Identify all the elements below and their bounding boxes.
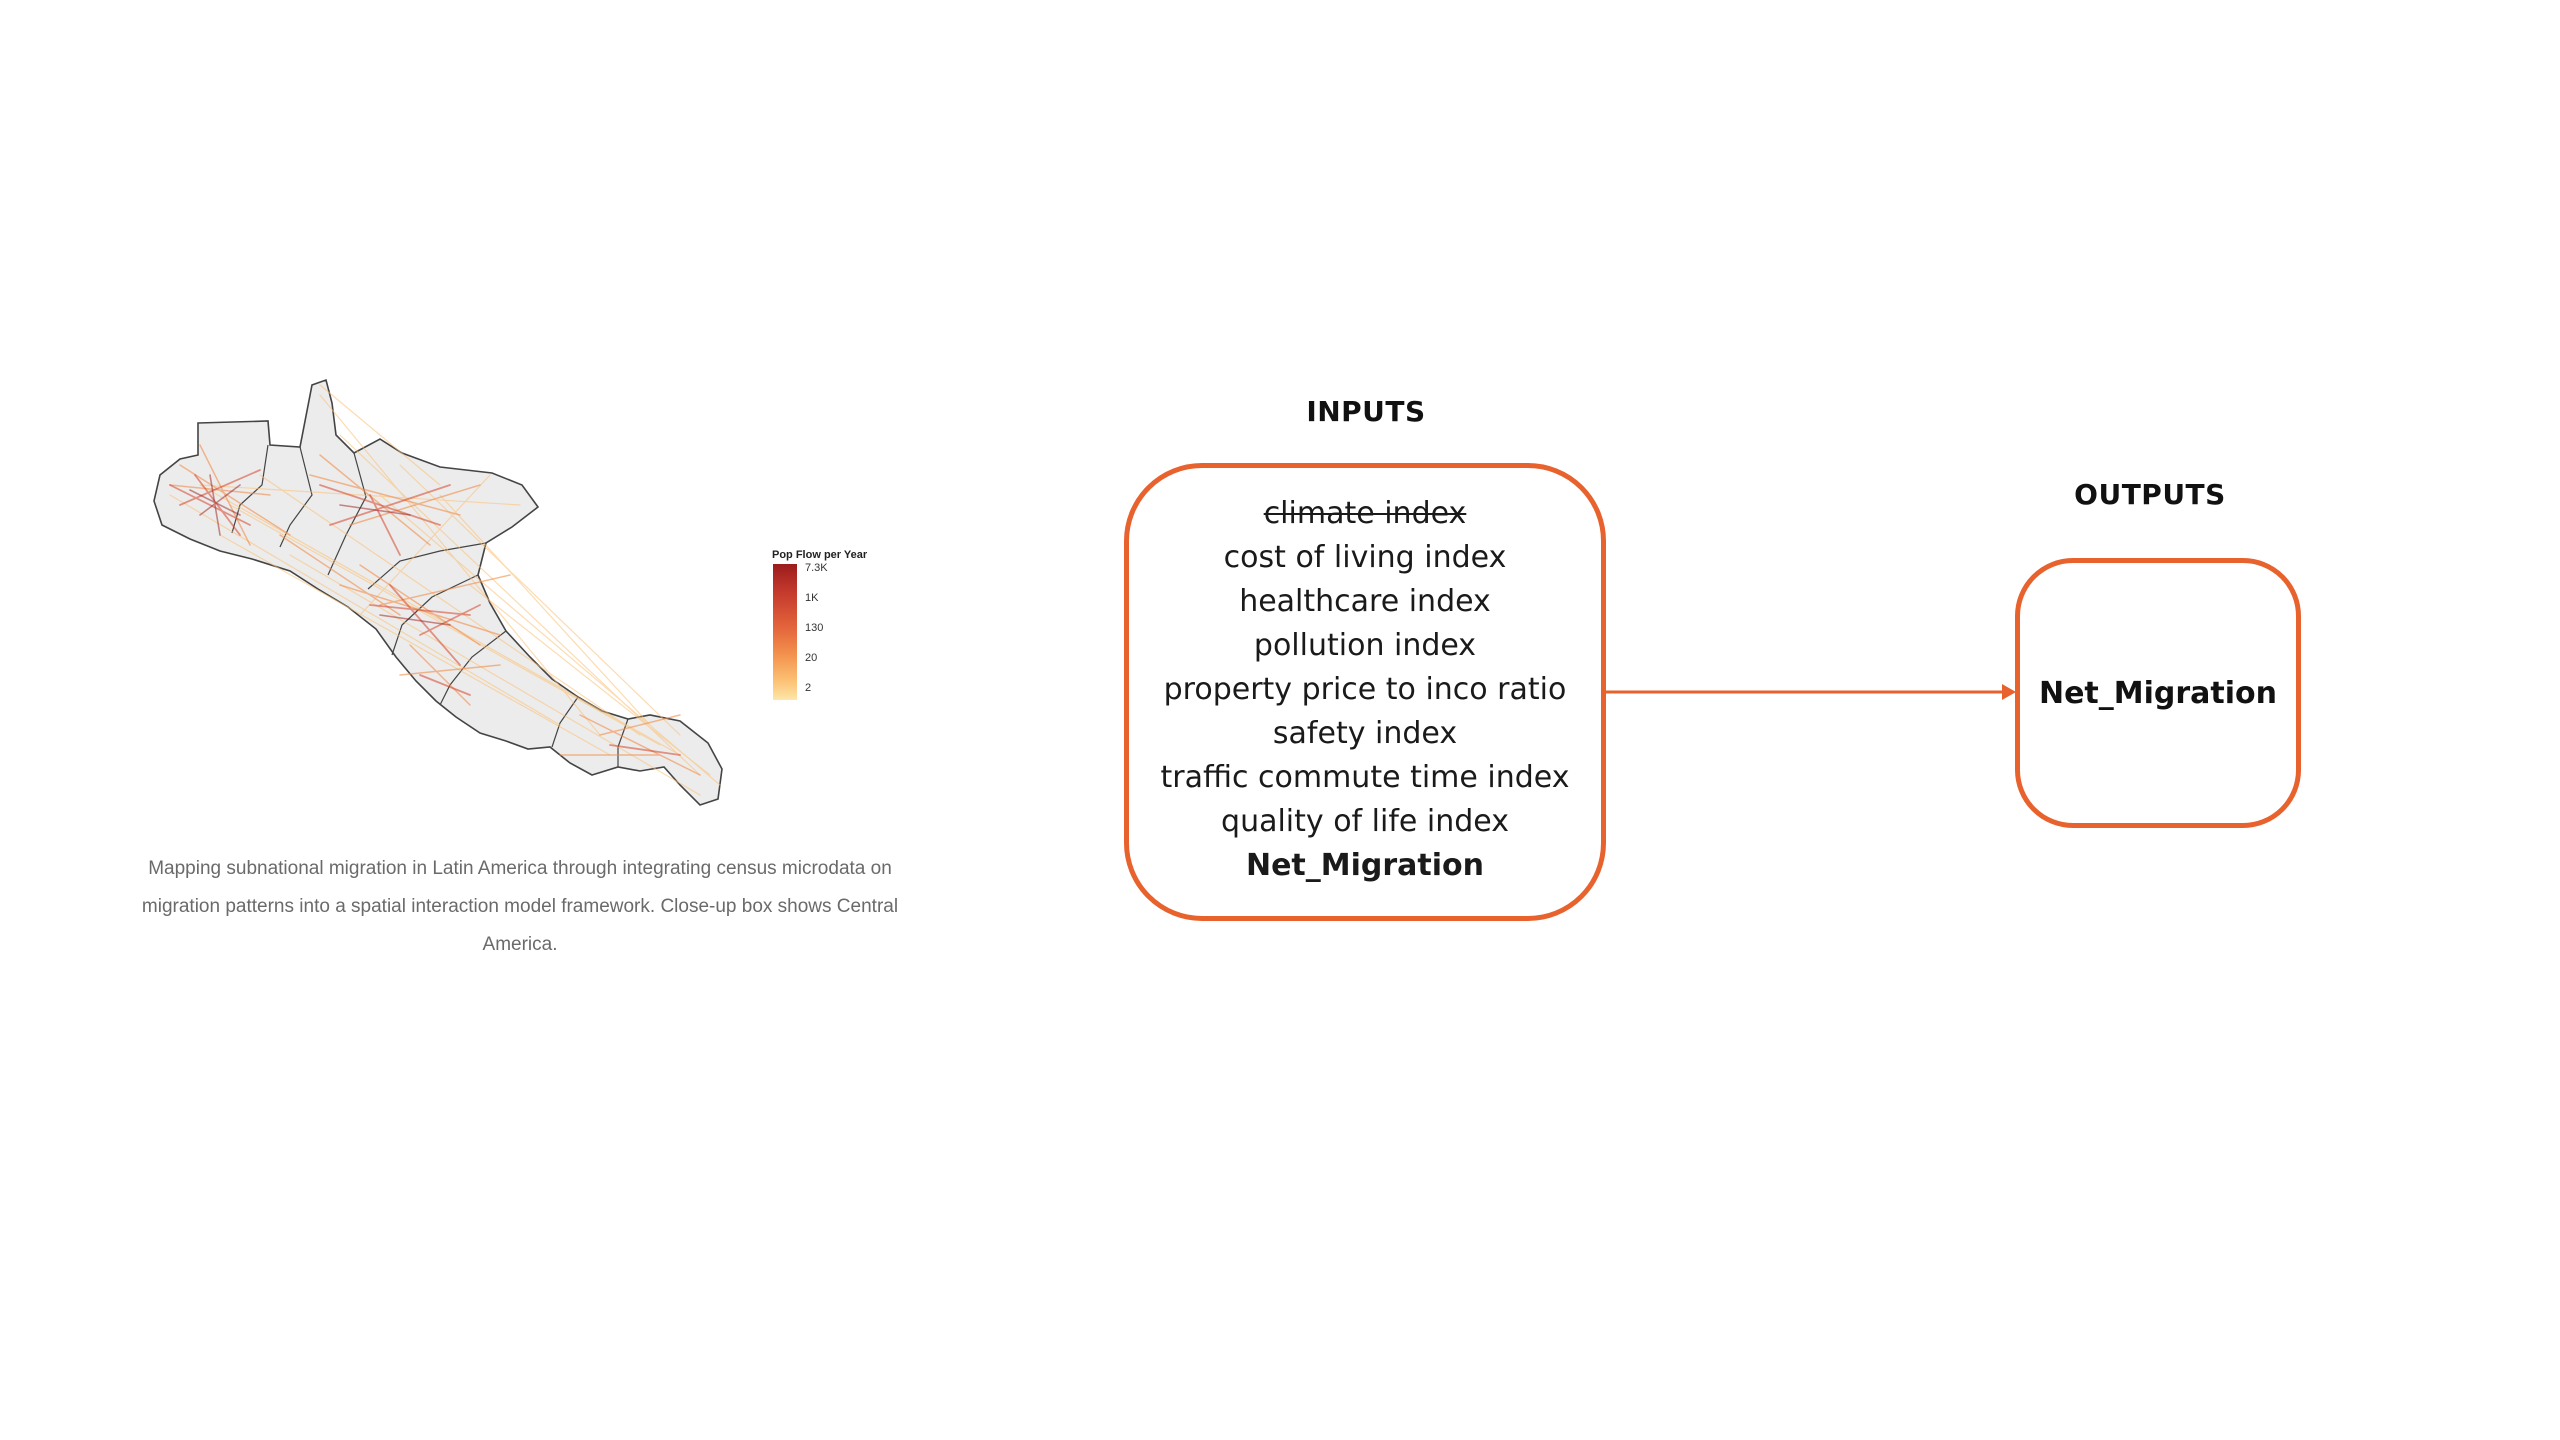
arrow-head-icon <box>2002 684 2016 700</box>
legend-tick: 20 <box>805 652 818 664</box>
migration-flows <box>169 384 721 796</box>
legend-tick: 7.3K <box>805 562 828 574</box>
outputs-box: Net_Migration <box>2015 558 2301 828</box>
connector-arrow <box>1606 684 2016 700</box>
input-item: pollution index <box>1253 628 1477 663</box>
legend-tick: 130 <box>805 622 824 634</box>
outputs-label: OUTPUTS <box>2074 478 2226 511</box>
legend-tick: 1K <box>805 592 819 604</box>
input-item: property price to inco ratio <box>1163 672 1567 707</box>
input-item: climate index <box>1263 496 1467 531</box>
input-item: traffic commute time index <box>1160 760 1570 795</box>
migration-map-figure: Pop Flow per Year 7.3K 1K 130 20 2 <box>140 375 900 825</box>
central-america-map <box>153 378 723 806</box>
inputs-label: INPUTS <box>1306 395 1426 428</box>
input-item: healthcare index <box>1239 584 1491 619</box>
input-item: quality of life index <box>1221 804 1509 839</box>
input-item: safety index <box>1272 716 1458 751</box>
legend-color-bar <box>773 564 797 700</box>
map-legend: Pop Flow per Year 7.3K 1K 130 20 2 <box>772 549 912 709</box>
legend-title: Pop Flow per Year <box>772 549 868 561</box>
input-item: cost of living index <box>1223 540 1507 575</box>
legend-tick: 2 <box>805 682 812 694</box>
inputs-box <box>1124 463 1606 921</box>
map-caption: Mapping subnational migration in Latin A… <box>141 858 899 955</box>
output-value: Net_Migration <box>2038 675 2278 711</box>
inputs-list: climate index cost of living index healthc… <box>1124 492 1606 888</box>
input-item: Net_Migration <box>1245 848 1485 883</box>
map-land <box>153 378 723 806</box>
